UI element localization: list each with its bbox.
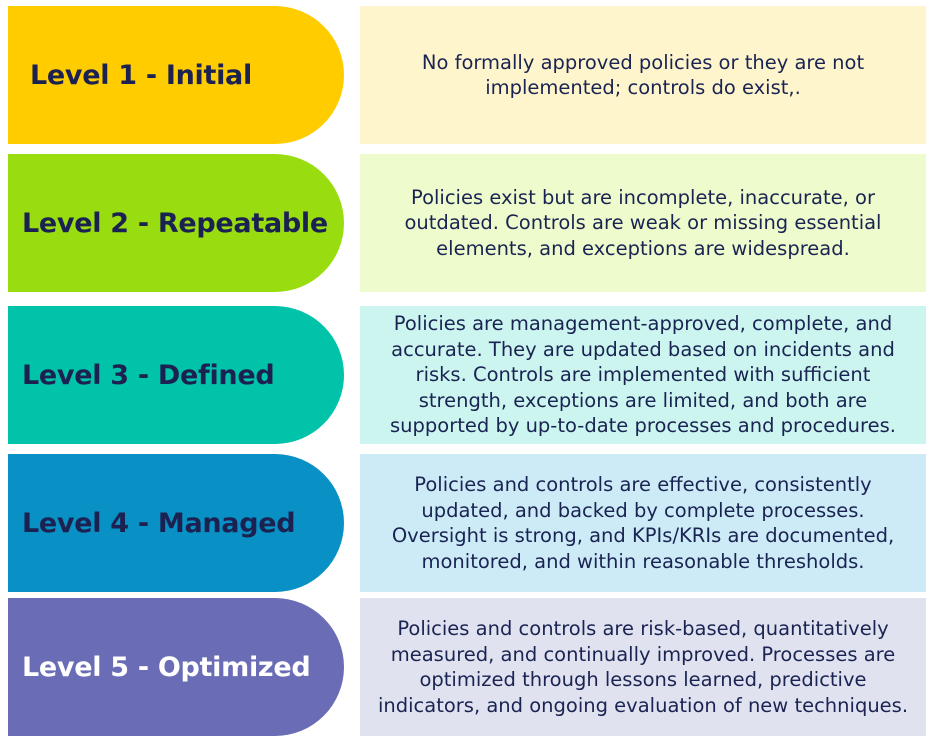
level-1-label: Level 1 - Initial <box>30 59 252 91</box>
level-3-pill: Level 3 - Defined <box>8 306 344 444</box>
level-4-description-box: Policies and controls are effective, con… <box>360 454 926 592</box>
level-1-pill: Level 1 - Initial <box>8 6 344 144</box>
level-2-description: Policies exist but are incomplete, inacc… <box>404 185 882 260</box>
level-4-pill: Level 4 - Managed <box>8 454 344 592</box>
level-5-description-box: Policies and controls are risk-based, qu… <box>360 598 926 736</box>
level-5-row: Level 5 - Optimized Policies and control… <box>8 598 926 736</box>
level-3-row: Level 3 - Defined Policies are managemen… <box>8 306 926 444</box>
level-4-row: Level 4 - Managed Policies and controls … <box>8 454 926 592</box>
level-1-description-box: No formally approved policies or they ar… <box>360 6 926 144</box>
level-5-description: Policies and controls are risk-based, qu… <box>377 617 909 717</box>
level-3-description-box: Policies are management-approved, comple… <box>360 306 926 444</box>
level-1-row: Level 1 - Initial No formally approved p… <box>8 6 926 144</box>
level-2-row: Level 2 - Repeatable Policies exist but … <box>8 154 926 292</box>
level-1-description: No formally approved policies or they ar… <box>421 50 865 100</box>
level-5-pill: Level 5 - Optimized <box>8 598 344 736</box>
level-3-description: Policies are management-approved, comple… <box>390 312 896 438</box>
level-4-description: Policies and controls are effective, con… <box>391 473 895 573</box>
level-4-label: Level 4 - Managed <box>22 507 296 539</box>
level-2-description-box: Policies exist but are incomplete, inacc… <box>360 154 926 292</box>
level-3-label: Level 3 - Defined <box>22 359 275 391</box>
level-2-pill: Level 2 - Repeatable <box>8 154 344 292</box>
level-5-label: Level 5 - Optimized <box>22 651 311 683</box>
level-2-label: Level 2 - Repeatable <box>22 207 328 239</box>
